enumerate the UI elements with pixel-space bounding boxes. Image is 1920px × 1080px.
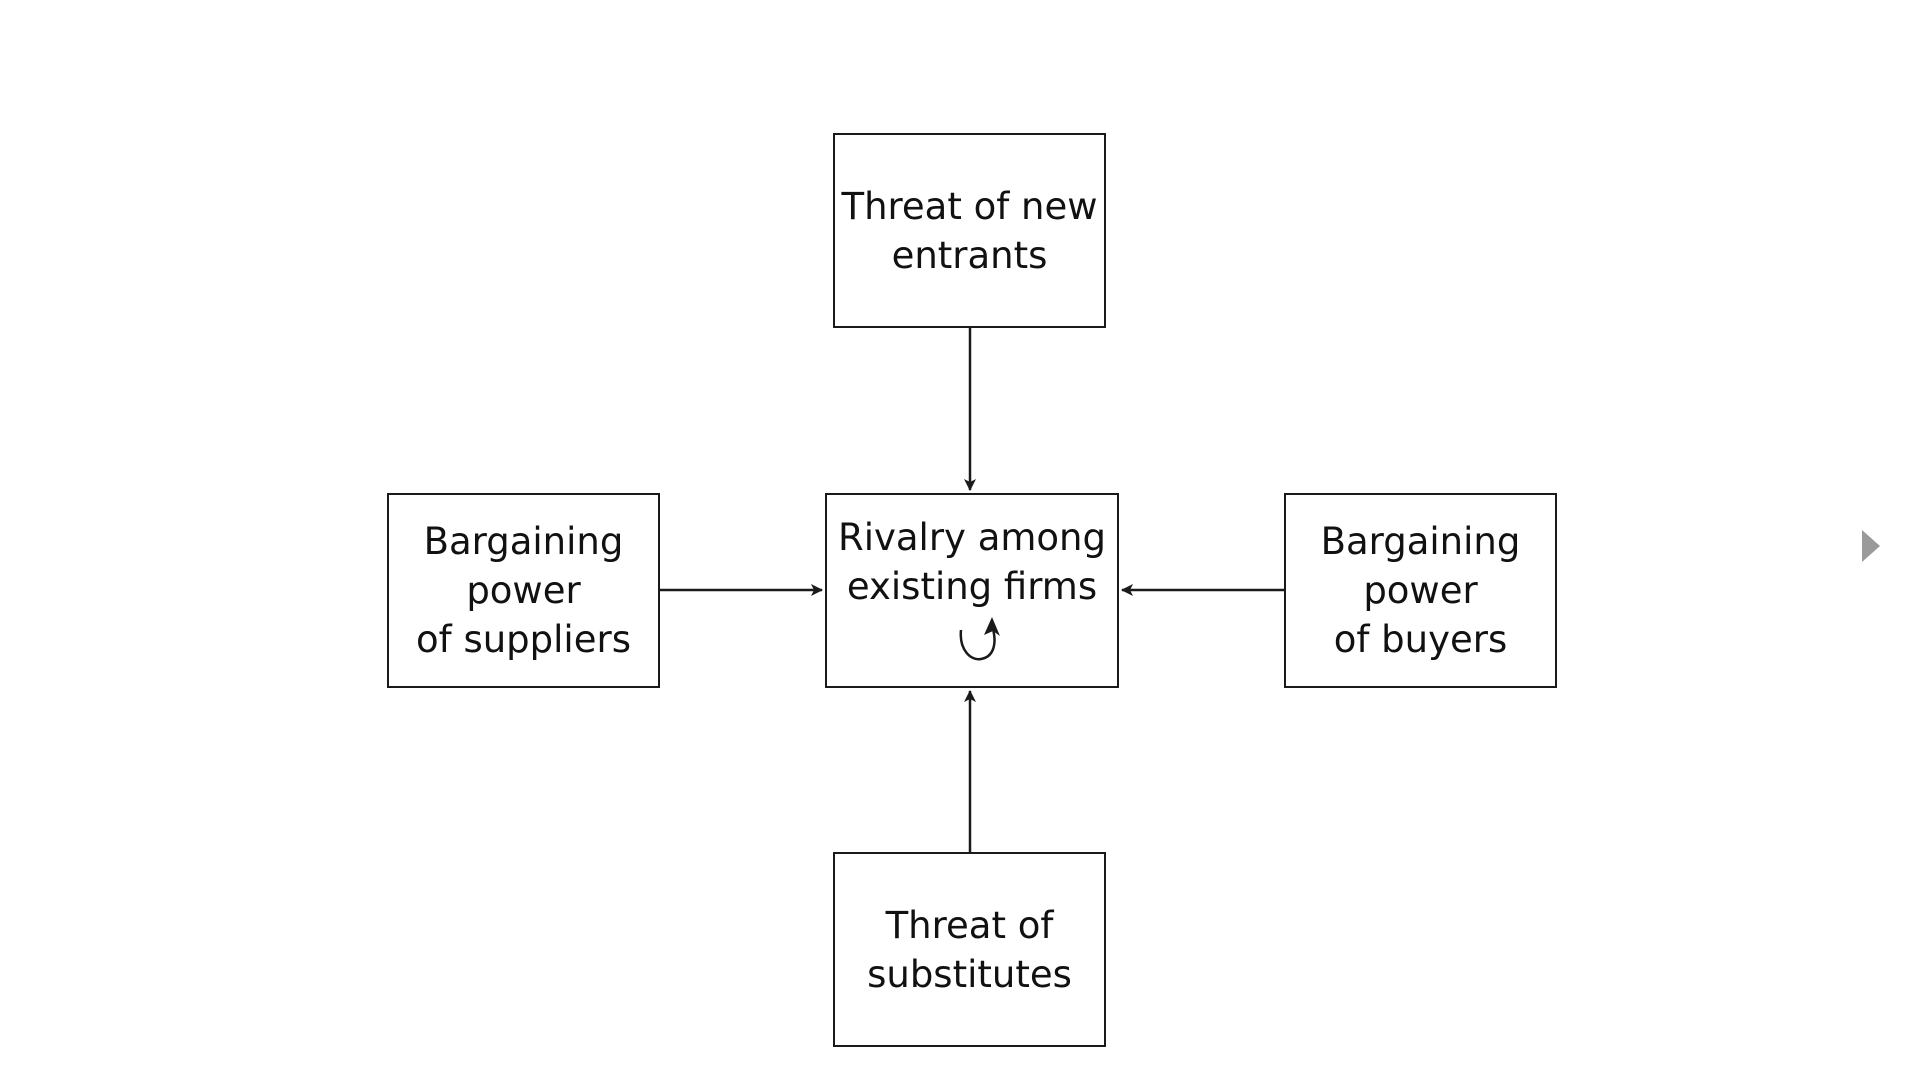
node-label-line: power xyxy=(466,569,581,612)
node-bargaining-power-of-suppliers: Bargaining power of suppliers xyxy=(387,493,660,688)
node-label-line: entrants xyxy=(891,233,1048,277)
node-threat-of-substitutes: Threat of substitutes xyxy=(833,852,1106,1047)
triangle-right-icon[interactable] xyxy=(1860,528,1884,564)
node-label-line: Bargaining xyxy=(1320,520,1521,563)
node-threat-of-new-entrants: Threat of new entrants xyxy=(833,133,1106,328)
node-label-line: Rivalry among xyxy=(838,516,1106,559)
node-rivalry-among-existing-firms: Rivalry among existing firms xyxy=(825,493,1119,688)
node-bargaining-power-of-buyers: Bargaining power of buyers xyxy=(1284,493,1557,688)
node-label-line: of buyers xyxy=(1333,618,1508,661)
circular-arrow-icon xyxy=(959,617,1000,661)
node-label-line: substitutes xyxy=(867,952,1072,996)
node-label-line: Threat of new xyxy=(841,184,1098,228)
node-label-line: Threat of xyxy=(885,903,1054,947)
node-label-line: power xyxy=(1363,569,1478,612)
node-label-line: of suppliers xyxy=(416,618,631,661)
node-label-line: Bargaining xyxy=(423,520,624,563)
node-label-line: existing firms xyxy=(846,565,1098,608)
